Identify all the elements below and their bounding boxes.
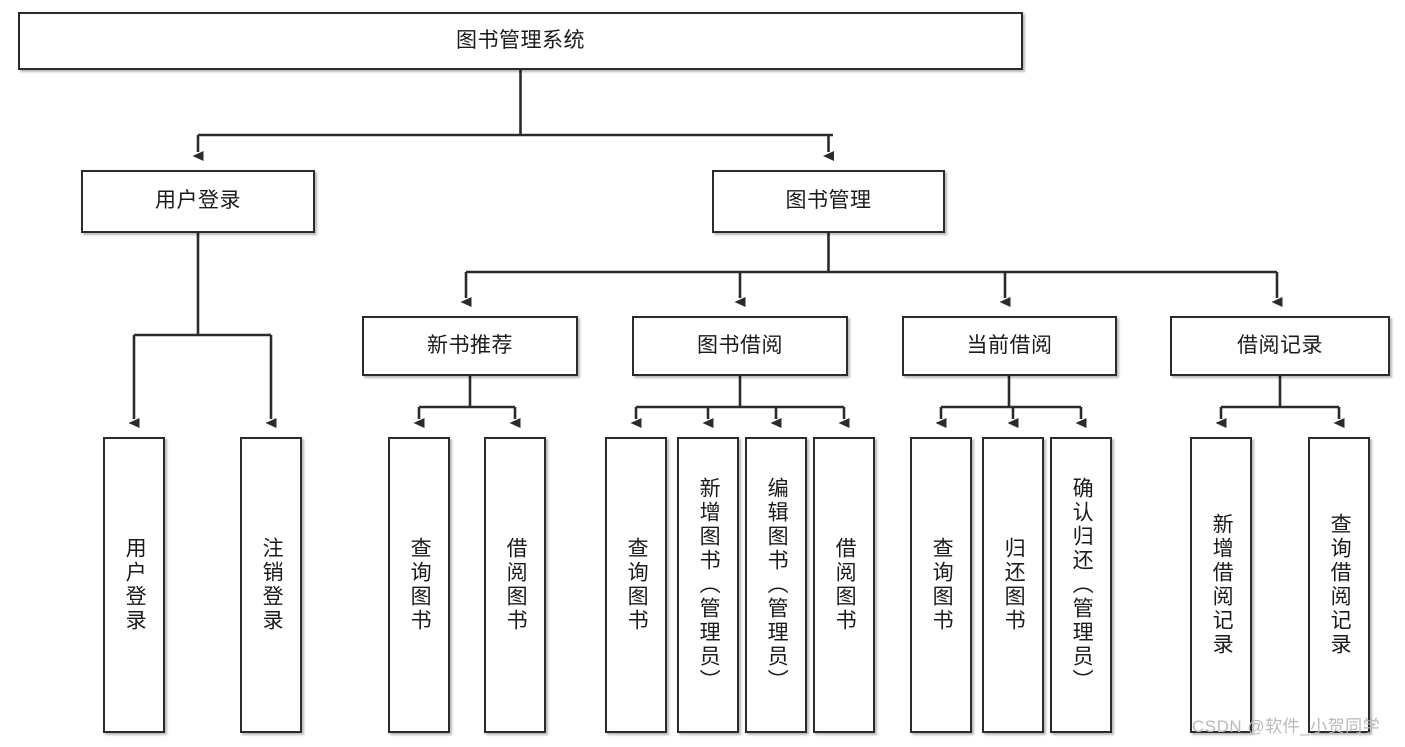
node-leaf-edit-book-admin-label: 编辑图书（管理员）: [765, 477, 789, 693]
node-current-borrow[interactable]: 当前借阅: [902, 316, 1117, 376]
node-new-book-recommend[interactable]: 新书推荐: [362, 316, 578, 376]
node-leaf-edit-book-admin[interactable]: 编辑图书（管理员）: [745, 437, 807, 733]
node-leaf-query-book-borrow-label: 查询图书: [625, 537, 649, 633]
csdn-watermark: CSDN @软件_小贺同学: [1192, 717, 1381, 736]
node-leaf-query-book-current-label: 查询图书: [930, 537, 954, 633]
node-leaf-return-book-label: 归还图书: [1002, 537, 1026, 633]
node-book-management[interactable]: 图书管理: [712, 170, 945, 233]
node-leaf-add-borrow-record[interactable]: 新增借阅记录: [1190, 437, 1252, 733]
node-leaf-add-book-admin-label: 新增图书（管理员）: [697, 477, 721, 693]
node-leaf-borrow-book-label: 借阅图书: [833, 537, 857, 633]
node-current-borrow-label: 当前借阅: [966, 333, 1053, 357]
node-leaf-user-logout[interactable]: 注销登录: [240, 437, 302, 733]
node-borrow-record[interactable]: 借阅记录: [1170, 316, 1390, 376]
node-leaf-user-login[interactable]: 用户登录: [103, 437, 165, 733]
node-book-borrow[interactable]: 图书借阅: [632, 316, 848, 376]
node-leaf-query-book-rec-label: 查询图书: [408, 537, 432, 633]
node-leaf-add-book-admin[interactable]: 新增图书（管理员）: [677, 437, 739, 733]
node-leaf-user-login-label: 用户登录: [123, 537, 147, 633]
node-user-login[interactable]: 用户登录: [81, 170, 315, 233]
node-root[interactable]: 图书管理系统: [18, 12, 1023, 70]
node-leaf-query-book-current[interactable]: 查询图书: [910, 437, 972, 733]
node-leaf-confirm-return-admin-label: 确认归还（管理员）: [1070, 477, 1094, 693]
node-book-borrow-label: 图书借阅: [697, 333, 783, 357]
node-leaf-borrow-book[interactable]: 借阅图书: [813, 437, 875, 733]
node-leaf-add-borrow-record-label: 新增借阅记录: [1210, 513, 1234, 657]
node-leaf-return-book[interactable]: 归还图书: [982, 437, 1044, 733]
node-leaf-query-book-borrow[interactable]: 查询图书: [605, 437, 667, 733]
node-new-book-recommend-label: 新书推荐: [427, 333, 513, 357]
node-book-management-label: 图书管理: [785, 189, 872, 213]
node-leaf-user-logout-label: 注销登录: [260, 537, 284, 633]
node-leaf-query-borrow-record[interactable]: 查询借阅记录: [1308, 437, 1370, 733]
node-borrow-record-label: 借阅记录: [1237, 333, 1323, 357]
node-leaf-confirm-return-admin[interactable]: 确认归还（管理员）: [1050, 437, 1112, 733]
node-leaf-borrow-book-rec[interactable]: 借阅图书: [484, 437, 546, 733]
node-user-login-label: 用户登录: [155, 189, 241, 213]
node-leaf-query-borrow-record-label: 查询借阅记录: [1328, 513, 1352, 657]
node-leaf-borrow-book-rec-label: 借阅图书: [504, 537, 528, 633]
node-leaf-query-book-rec[interactable]: 查询图书: [388, 437, 450, 733]
node-root-label: 图书管理系统: [456, 28, 585, 52]
